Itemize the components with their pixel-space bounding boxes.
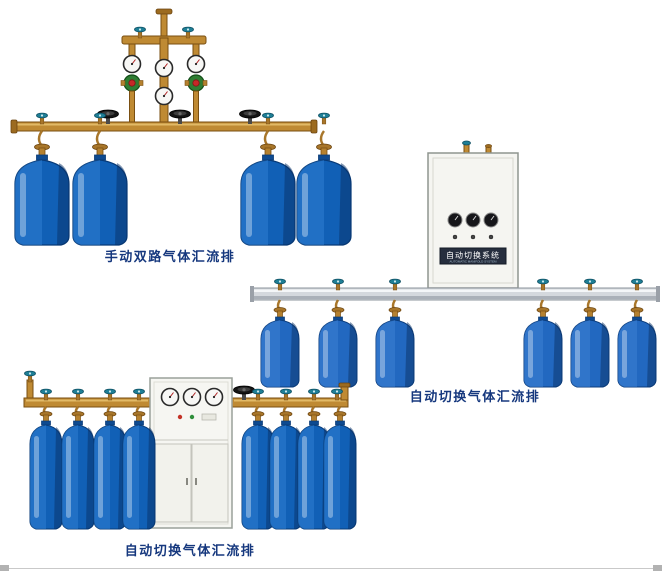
gas-cylinder — [323, 411, 357, 530]
caption-auto-switch-floor-manifold: 自动切换气体汇流排 — [124, 543, 256, 558]
cabinet-nameplate-text: 自动切换系统 — [446, 250, 500, 260]
figure-auto-switch-floor-manifold — [23, 370, 357, 530]
pressure-gauge-icon — [204, 387, 224, 407]
indicator-knob-icon — [452, 234, 458, 240]
gas-cylinder — [61, 411, 95, 530]
gas-cylinder — [269, 411, 303, 530]
cabinet-top-fittings — [462, 140, 493, 154]
pressure-gauge-icon — [154, 58, 174, 78]
pressure-gauge-icon — [182, 387, 202, 407]
gas-cylinder — [617, 307, 657, 388]
valve-knob-icon — [24, 370, 36, 383]
caption-manual-dual-manifold: 手动双路气体汇流排 — [104, 249, 236, 264]
page-border-corner-left — [0, 565, 9, 571]
gas-cylinder — [375, 307, 415, 388]
door-handle — [195, 478, 197, 485]
control-cabinet — [149, 377, 233, 529]
door-handle — [186, 478, 188, 485]
manifold-rail — [250, 278, 660, 302]
pressure-gauge-icon — [154, 86, 174, 106]
regulator-icon — [120, 74, 144, 92]
indicator-light-red-icon — [177, 414, 183, 420]
pigtail-hoses — [276, 299, 639, 311]
gas-cylinder — [523, 307, 563, 388]
indicator-knob-icon — [488, 234, 494, 240]
indicator-light-green-icon — [189, 414, 195, 420]
cabinet-door-right — [191, 443, 229, 523]
figure-auto-switch-wall-manifold: 自动切换系统 AUTOMATIC MANIFOLD SYSTEM — [250, 140, 660, 388]
caption-auto-switch-wall-manifold: 自动切换气体汇流排 — [409, 389, 541, 404]
pressure-gauge-icon — [122, 54, 142, 74]
gas-cylinder — [14, 143, 70, 246]
pressure-gauge-icon — [186, 54, 206, 74]
gas-cylinder — [72, 143, 128, 246]
indicator-knob-icon — [470, 234, 476, 240]
main-header-pipe — [10, 109, 330, 134]
cabinet-door-left — [154, 443, 192, 523]
pressure-gauge-icon — [160, 387, 180, 407]
panel-switch — [201, 413, 217, 421]
page-border-corner-right — [653, 565, 662, 571]
gas-cylinder — [93, 411, 127, 530]
cabinet-nameplate-subtext: AUTOMATIC MANIFOLD SYSTEM — [450, 260, 497, 264]
gas-cylinder — [122, 411, 156, 530]
page-bottom-border — [0, 568, 662, 569]
cabinet-nameplate — [439, 247, 507, 265]
valve-knob-icon — [318, 112, 330, 125]
gas-cylinder — [29, 411, 63, 530]
gas-cylinder — [241, 411, 275, 530]
figure-manual-dual-manifold — [10, 8, 352, 246]
control-cabinet: 自动切换系统 AUTOMATIC MANIFOLD SYSTEM — [427, 152, 519, 289]
regulator-icon — [184, 74, 208, 92]
gas-cylinder — [570, 307, 610, 388]
